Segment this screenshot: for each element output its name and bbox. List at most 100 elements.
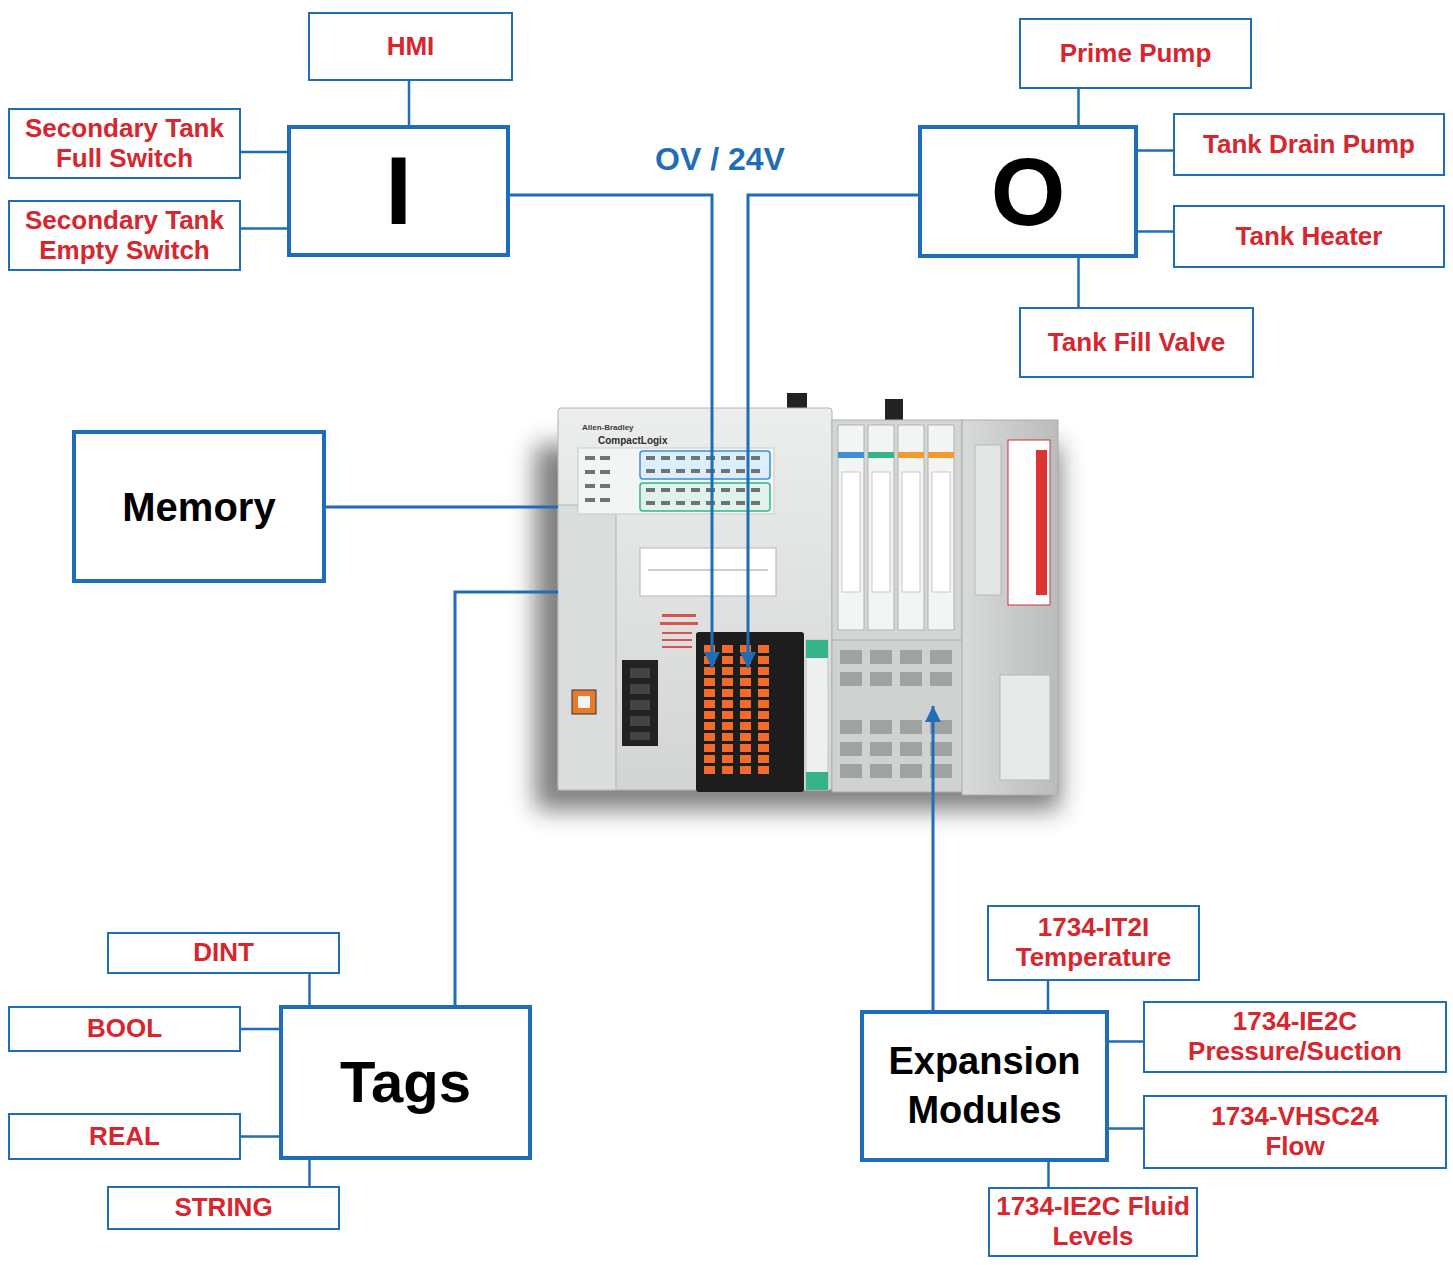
controller-body xyxy=(640,451,770,479)
power-end-cap xyxy=(1036,450,1047,595)
box-heading: O xyxy=(991,144,1066,240)
box-heading: I xyxy=(385,143,412,239)
controller-body xyxy=(585,484,595,488)
leader-line xyxy=(326,506,558,509)
controller-body xyxy=(740,700,751,708)
connector-line xyxy=(408,81,411,125)
connector-line xyxy=(1109,1040,1143,1043)
connector-line xyxy=(241,227,287,230)
input-box: I xyxy=(287,125,510,257)
controller-body xyxy=(740,766,751,774)
controller-body xyxy=(691,469,700,473)
brand-label: Allen-Bradley xyxy=(582,424,634,433)
box-text: 1734-IE2C Pressure/Suction xyxy=(1151,1007,1439,1067)
controller-body xyxy=(691,488,700,492)
box-heading: Expansion Modules xyxy=(872,1037,1097,1136)
callout-box: BOOL xyxy=(8,1006,241,1052)
controller-body xyxy=(630,668,650,678)
controller-body xyxy=(676,456,685,460)
controller-body xyxy=(578,696,590,708)
controller-body xyxy=(661,469,670,473)
io-modules xyxy=(840,742,862,756)
controller-body xyxy=(751,501,760,505)
box-text: HMI xyxy=(387,32,435,62)
connector-line xyxy=(1138,230,1173,233)
controller-body xyxy=(758,766,769,774)
controller-body xyxy=(885,399,903,421)
controller-body xyxy=(630,700,650,710)
box-heading: Tags xyxy=(340,1049,471,1116)
io-modules xyxy=(832,640,972,792)
connector-line xyxy=(1047,1162,1050,1187)
io-modules xyxy=(842,472,860,592)
io-modules xyxy=(840,764,862,778)
callout-box: REAL xyxy=(8,1113,241,1160)
controller-body xyxy=(630,668,650,740)
controller-body xyxy=(558,393,903,792)
callout-box: Secondary Tank Empty Switch xyxy=(8,200,241,271)
controller-body xyxy=(758,722,769,730)
io-modules xyxy=(928,425,954,630)
controller-body xyxy=(704,711,715,719)
controller-body xyxy=(578,448,774,514)
controller-body xyxy=(722,766,733,774)
controller-body xyxy=(662,639,692,641)
controller-body xyxy=(740,678,751,686)
controller-body xyxy=(740,755,751,763)
leader-line xyxy=(326,195,933,1010)
connector-line xyxy=(308,974,311,1005)
io-modules xyxy=(870,650,892,664)
callout-box: Tank Heater xyxy=(1173,205,1445,268)
io-modules xyxy=(902,472,920,592)
connector-line xyxy=(241,1135,279,1138)
controller-body xyxy=(661,488,670,492)
controller-body xyxy=(585,456,760,505)
controller-body xyxy=(758,711,769,719)
io-modules xyxy=(870,764,892,778)
controller-body xyxy=(630,732,650,740)
box-text: Tank Heater xyxy=(1236,222,1383,252)
connector-line xyxy=(241,1028,279,1031)
controller-body xyxy=(704,755,715,763)
io-modules xyxy=(900,720,922,734)
controller-body xyxy=(704,667,715,675)
io-modules xyxy=(900,650,922,664)
controller-body xyxy=(722,700,733,708)
controller-body xyxy=(758,678,769,686)
leader-line xyxy=(748,195,918,668)
controller-body xyxy=(740,744,751,752)
controller-body xyxy=(722,656,733,664)
controller-body xyxy=(676,501,685,505)
controller-body xyxy=(740,733,751,741)
box-text: 1734-IE2C Fluid Levels xyxy=(996,1192,1190,1252)
io-modules xyxy=(898,425,924,630)
controller-body xyxy=(585,470,595,474)
io-modules xyxy=(870,720,892,734)
output-box: O xyxy=(918,125,1138,258)
controller-body xyxy=(646,469,655,473)
io-modules xyxy=(840,672,862,686)
controller-body xyxy=(806,772,828,790)
controller-body xyxy=(806,640,828,658)
power-end-cap xyxy=(975,445,1001,595)
callout-box: Secondary Tank Full Switch xyxy=(8,108,241,179)
controller-body xyxy=(721,501,730,505)
controller-body xyxy=(661,501,670,505)
callout-box: 1734-IE2C Fluid Levels xyxy=(988,1187,1198,1257)
controller-body xyxy=(661,456,670,460)
io-modules xyxy=(898,452,924,458)
controller-body xyxy=(704,744,715,752)
leader-line xyxy=(455,592,558,1005)
controller-body xyxy=(646,488,655,492)
box-text: Tank Drain Pump xyxy=(1203,130,1415,160)
controller-body xyxy=(721,469,730,473)
power-end-cap xyxy=(962,420,1058,795)
controller-body xyxy=(662,632,692,634)
io-modules xyxy=(840,650,952,778)
controller-body xyxy=(721,488,730,492)
controller-body xyxy=(751,469,760,473)
box-text: STRING xyxy=(174,1193,272,1223)
connector-line xyxy=(1077,258,1080,307)
callout-box: Tank Fill Valve xyxy=(1019,307,1254,378)
